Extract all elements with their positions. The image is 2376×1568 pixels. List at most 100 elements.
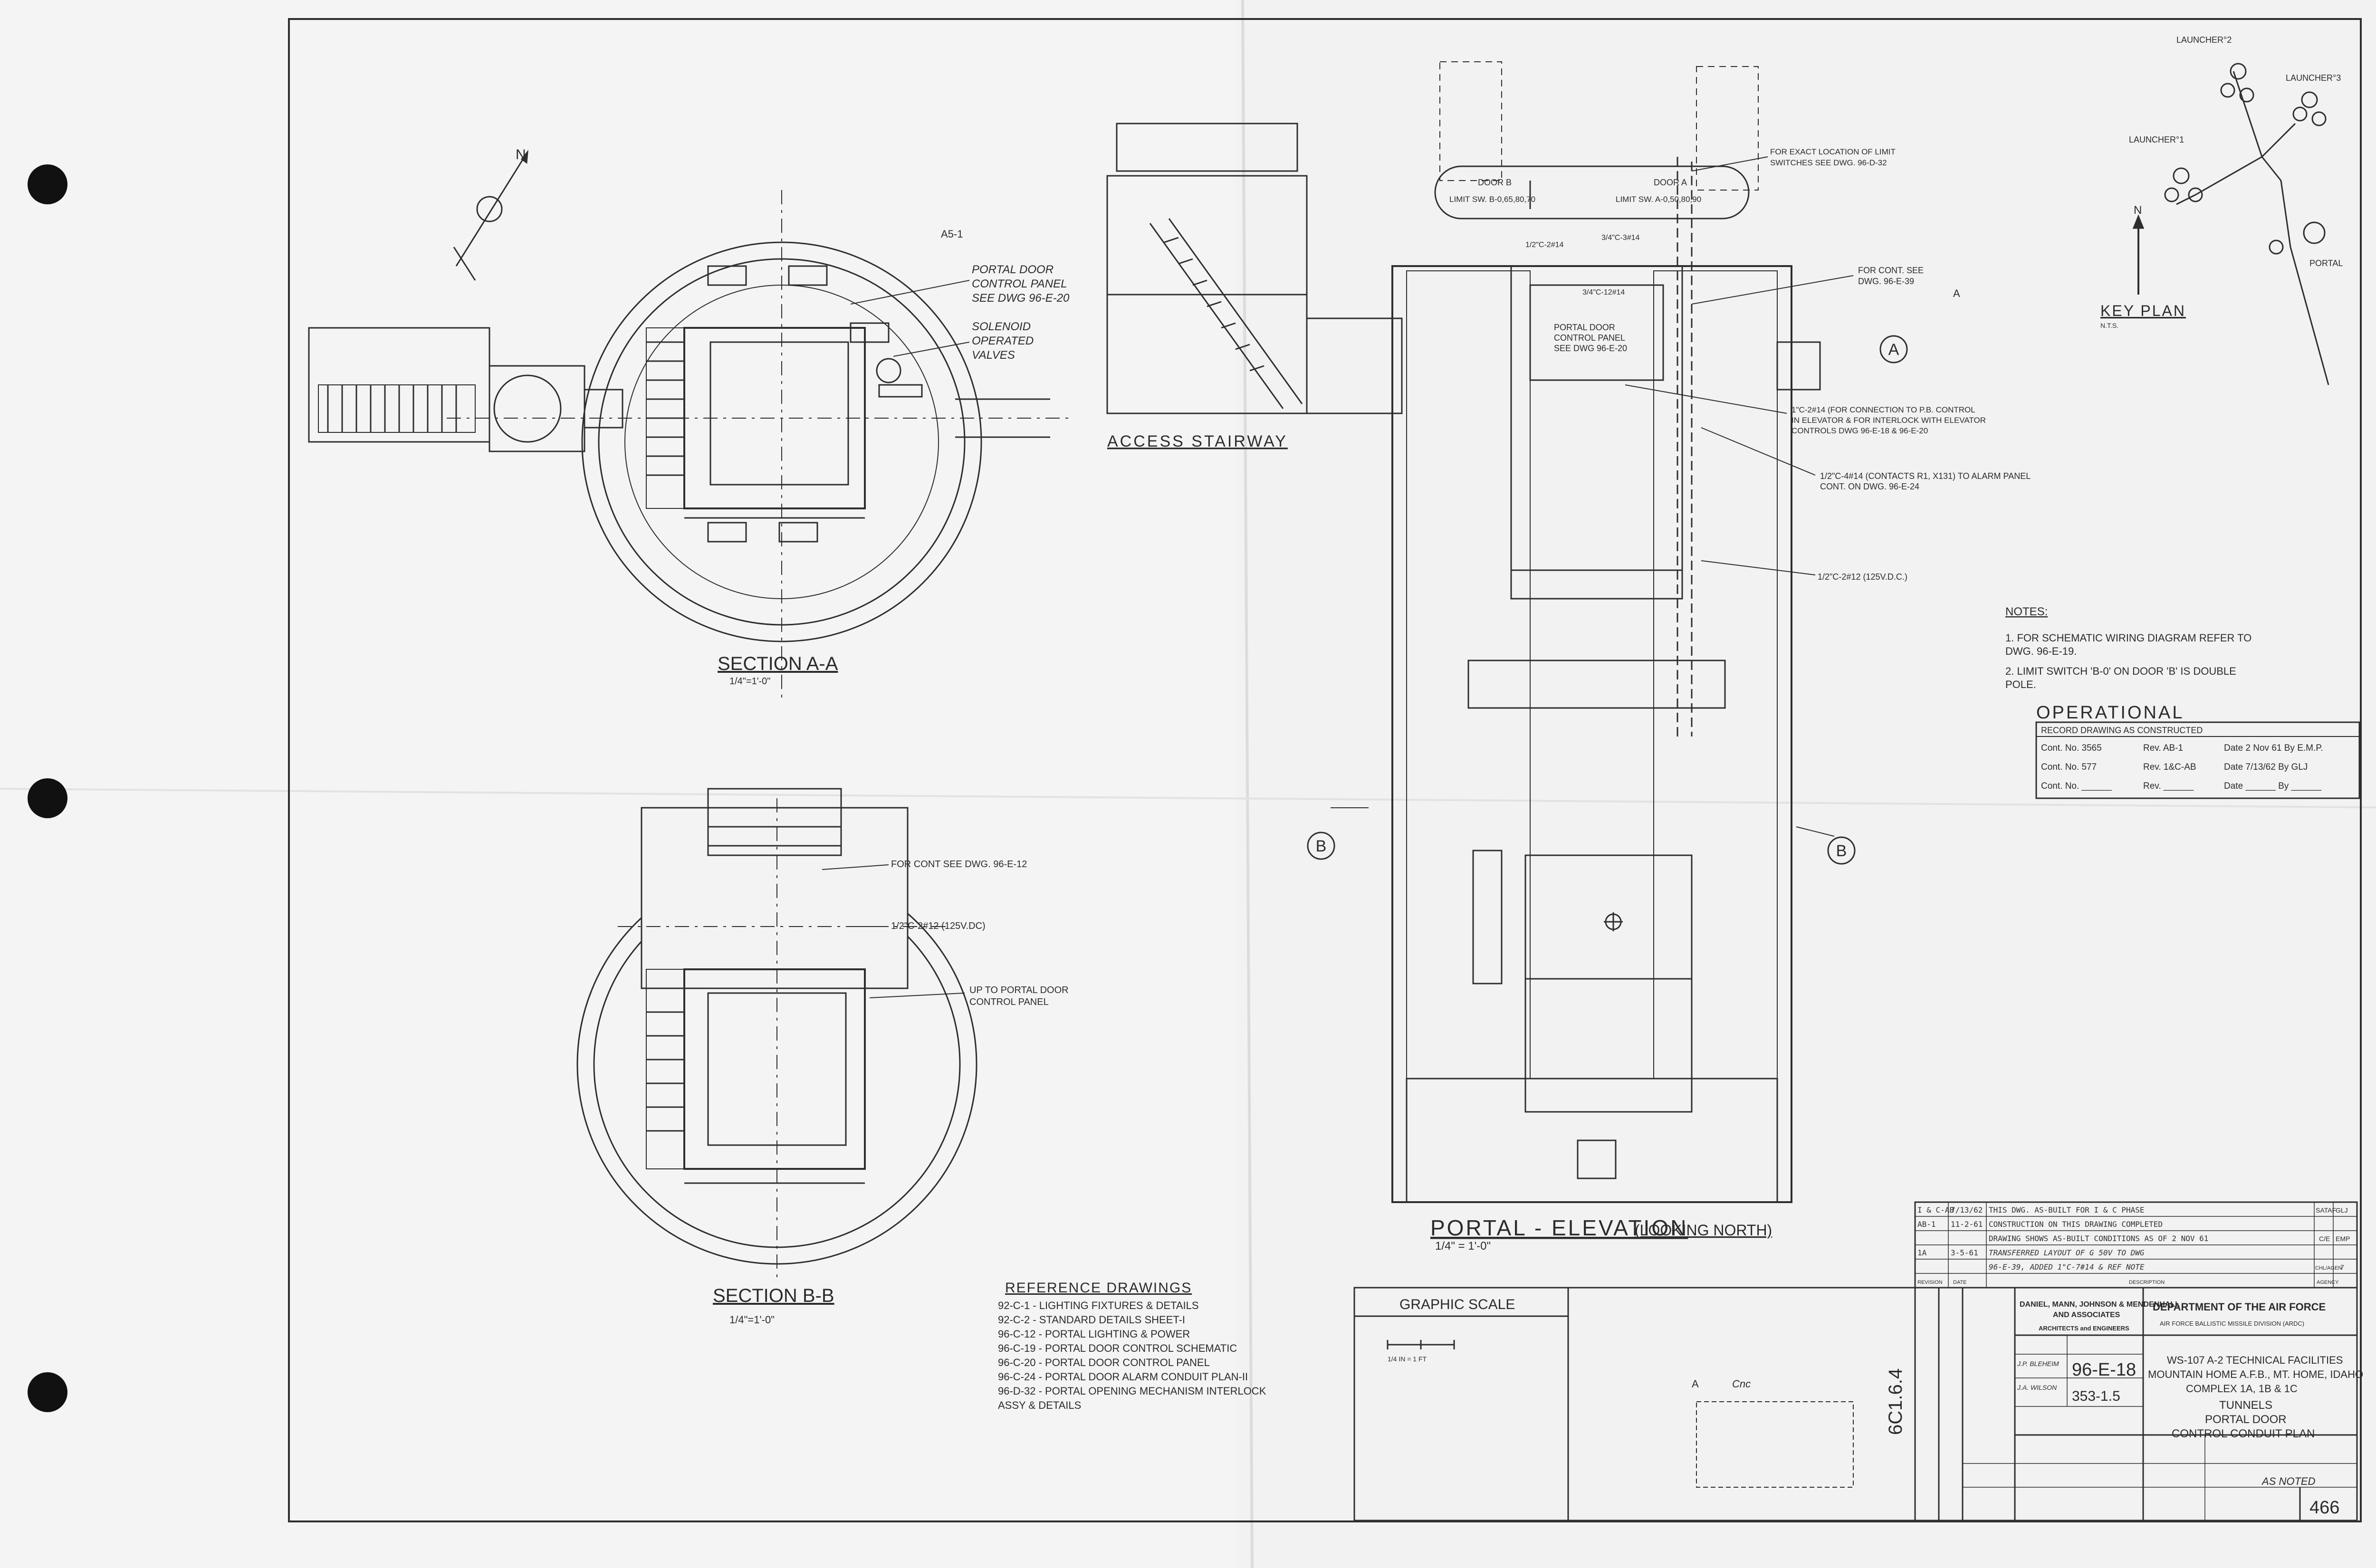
- file-number: 353-1.5: [2072, 1388, 2120, 1404]
- key-plan-title: KEY PLAN: [2100, 302, 2186, 319]
- rev4-desc: TRANSFERRED LAYOUT OF G 50V TO DWG: [1989, 1248, 2145, 1257]
- ref-item-5: 96-C-20 - PORTAL DOOR CONTROL PANEL: [998, 1357, 1210, 1368]
- graphic-scale-unit: 1/4 IN = 1 FT: [1388, 1355, 1427, 1363]
- rev1-mark: I & C-AB: [1917, 1205, 1954, 1214]
- rev-header-date: DATE: [1953, 1280, 1967, 1285]
- operational-stamp: [2035, 721, 2360, 799]
- checked-by: J.A. WILSON: [2017, 1384, 2057, 1391]
- rev4-mark: 1A: [1917, 1248, 1927, 1257]
- triangle-mark-2: A: [1692, 1378, 1699, 1390]
- ref-item-7: 96-D-32 - PORTAL OPENING MECHANISM INTER…: [998, 1385, 1266, 1397]
- section-marker-b-right: B: [1827, 836, 1856, 865]
- sec-b-conduit-note: 1/2"C-2#12 (125V.DC): [891, 921, 986, 931]
- rev2-mark: AB-1: [1917, 1220, 1936, 1229]
- dept-name: DEPARTMENT OF THE AIR FORCE: [2153, 1301, 2326, 1313]
- conduit-upper-label: 1/2"C-2#14: [1525, 241, 1564, 249]
- vertical-code: 6C1.6.4: [1885, 1368, 1906, 1435]
- op-row3-rev: Rev. ______: [2143, 781, 2194, 791]
- op-row3-date: Date ______ By ______: [2224, 781, 2321, 791]
- section-b-scale: 1/4"=1'-0": [729, 1314, 775, 1326]
- reference-title: REFERENCE DRAWINGS: [1005, 1280, 1192, 1296]
- bubble-b-right-label: B: [1836, 842, 1847, 860]
- rev2-date: 11-2-61: [1951, 1220, 1983, 1229]
- conduit-top-label: 3/4"C-3#14: [1601, 234, 1640, 242]
- operational-subtitle: RECORD DRAWING AS CONSTRUCTED: [2041, 726, 2203, 735]
- sheet-number: 466: [2309, 1498, 2339, 1518]
- rev-side-chl: CHL/AGEN: [2315, 1265, 2342, 1271]
- portal-label: PORTAL: [2309, 258, 2343, 268]
- launcher-3-label: LAUNCHER°3: [2286, 73, 2341, 83]
- rev3-desc: DRAWING SHOWS AS-BUILT CONDITIONS AS OF …: [1989, 1234, 2208, 1243]
- op-row1-date: Date 2 Nov 61 By E.M.P.: [2224, 743, 2323, 753]
- key-plan-north: N: [2134, 204, 2142, 217]
- note-2b: POLE.: [2005, 679, 2036, 690]
- rev-side-glj: GLJ: [2336, 1206, 2348, 1214]
- op-row1-rev: Rev. AB-1: [2143, 743, 2183, 753]
- bubble-b-left-label: B: [1316, 837, 1327, 855]
- launcher-2-label: LAUNCHER°2: [2176, 35, 2232, 45]
- section-a-title: SECTION A-A: [718, 653, 838, 674]
- section-a-tag: A5-1: [941, 228, 963, 240]
- elev-panel-3: SEE DWG 96-E-20: [1554, 344, 1627, 353]
- solenoid-callout-2: OPERATED: [972, 335, 1034, 347]
- note-1a: 1. FOR SCHEMATIC WIRING DIAGRAM REFER TO: [2005, 632, 2251, 644]
- firm-name: DANIEL, MANN, JOHNSON & MENDENHALL: [2020, 1300, 2180, 1309]
- panel-callout-2: CONTROL PANEL: [972, 277, 1067, 290]
- rev1-desc: THIS DWG. AS-BUILT FOR I & C PHASE: [1989, 1205, 2145, 1214]
- op-row2-date: Date 7/13/62 By GLJ: [2224, 762, 2308, 772]
- pc-note-2: IN ELEVATOR & FOR INTERLOCK WITH ELEVATO…: [1792, 416, 1986, 425]
- binder-holes: [28, 164, 67, 1412]
- rev4-date: 3-5-61: [1951, 1248, 1978, 1257]
- note-1b: DWG. 96-E-19.: [2005, 645, 2077, 657]
- complex-name: COMPLEX 1A, 1B & 1C: [2186, 1383, 2298, 1395]
- north-label: N: [516, 147, 526, 163]
- triangle-mark: A: [1953, 287, 1960, 299]
- firm-name-2: AND ASSOCIATES: [2053, 1311, 2120, 1319]
- ref-item-3: 96-C-12 - PORTAL LIGHTING & POWER: [998, 1328, 1190, 1340]
- section-a-a-plan: [308, 190, 1069, 703]
- drawn-by: J.P. BLEHEIM: [2017, 1360, 2059, 1367]
- panel-callout-1: PORTAL DOOR: [972, 263, 1054, 276]
- section-b-title: SECTION B-B: [713, 1285, 834, 1306]
- project-name: WS-107 A-2 TECHNICAL FACILITIES: [2167, 1354, 2343, 1366]
- door-a-label: DOOR A: [1654, 178, 1687, 187]
- pc-note-3: CONTROLS DWG 96-E-18 & 96-E-20: [1792, 426, 1928, 435]
- ref-item-2: 92-C-2 - STANDARD DETAILS SHEET-I: [998, 1314, 1185, 1326]
- cont-see-2: DWG. 96-E-39: [1858, 277, 1914, 286]
- portal-elevation-section: [1391, 61, 1821, 1203]
- drawing-title-3: CONTROL CONDUIT PLAN: [2172, 1427, 2315, 1440]
- sec-b-up-note-1: UP TO PORTAL DOOR: [969, 985, 1069, 995]
- sec-b-up-note-2: CONTROL PANEL: [969, 997, 1049, 1007]
- ref-item-1: 92-C-1 - LIGHTING FIXTURES & DETAILS: [998, 1300, 1199, 1311]
- north-arrow-icon: [453, 150, 528, 281]
- drawing-number: 96-E-18: [2072, 1360, 2136, 1380]
- drawing-title-1: TUNNELS: [2219, 1399, 2272, 1412]
- ref-item-8: ASSY & DETAILS: [998, 1399, 1081, 1411]
- scale-note: AS NOTED: [2261, 1475, 2316, 1487]
- section-marker-a: A: [1879, 335, 1908, 363]
- cont-see-1: FOR CONT. SEE: [1858, 266, 1924, 275]
- rev-header-description: DESCRIPTION: [2129, 1280, 2165, 1285]
- rev5-desc: 96-E-39, ADDED 1"C-7#14 & REF NOTE: [1989, 1262, 2145, 1272]
- portal-elevation-scale: 1/4" = 1'-0": [1435, 1240, 1491, 1252]
- portal-elevation-title: PORTAL - ELEVATION: [1430, 1215, 1688, 1240]
- op-row3-cont: Cont. No. ______: [2041, 781, 2112, 791]
- solenoid-callout-3: VALVES: [972, 349, 1015, 362]
- key-plan-scale: N.T.S.: [2100, 322, 2118, 329]
- limit-b-label: LIMIT SW. B-0,65,80,70: [1449, 195, 1535, 204]
- corner-label: Cnc: [1732, 1378, 1751, 1390]
- portal-elevation-subtitle: (LOOKING NORTH): [1635, 1222, 1772, 1239]
- rev-header-agency: AGENCY: [2317, 1280, 2339, 1285]
- division-name: AIR FORCE BALLISTIC MISSILE DIVISION (AR…: [2160, 1320, 2304, 1327]
- graphic-scale-title: GRAPHIC SCALE: [1399, 1297, 1515, 1312]
- door-b-label: DOOR B: [1478, 178, 1512, 187]
- drawing-border: [288, 18, 2362, 1522]
- op-row2-rev: Rev. 1&C-AB: [2143, 762, 2196, 772]
- title-block-frame: [1914, 1201, 2358, 1521]
- drawing-title-2: PORTAL DOOR: [2205, 1413, 2287, 1426]
- conduit-lower-label: 1/2"C-2#12 (125V.D.C.): [1818, 572, 1907, 582]
- panel-callout-3: SEE DWG 96-E-20: [972, 292, 1070, 305]
- notes-heading: NOTES:: [2005, 605, 2048, 618]
- firm-name-3: ARCHITECTS and ENGINEERS: [2039, 1325, 2129, 1332]
